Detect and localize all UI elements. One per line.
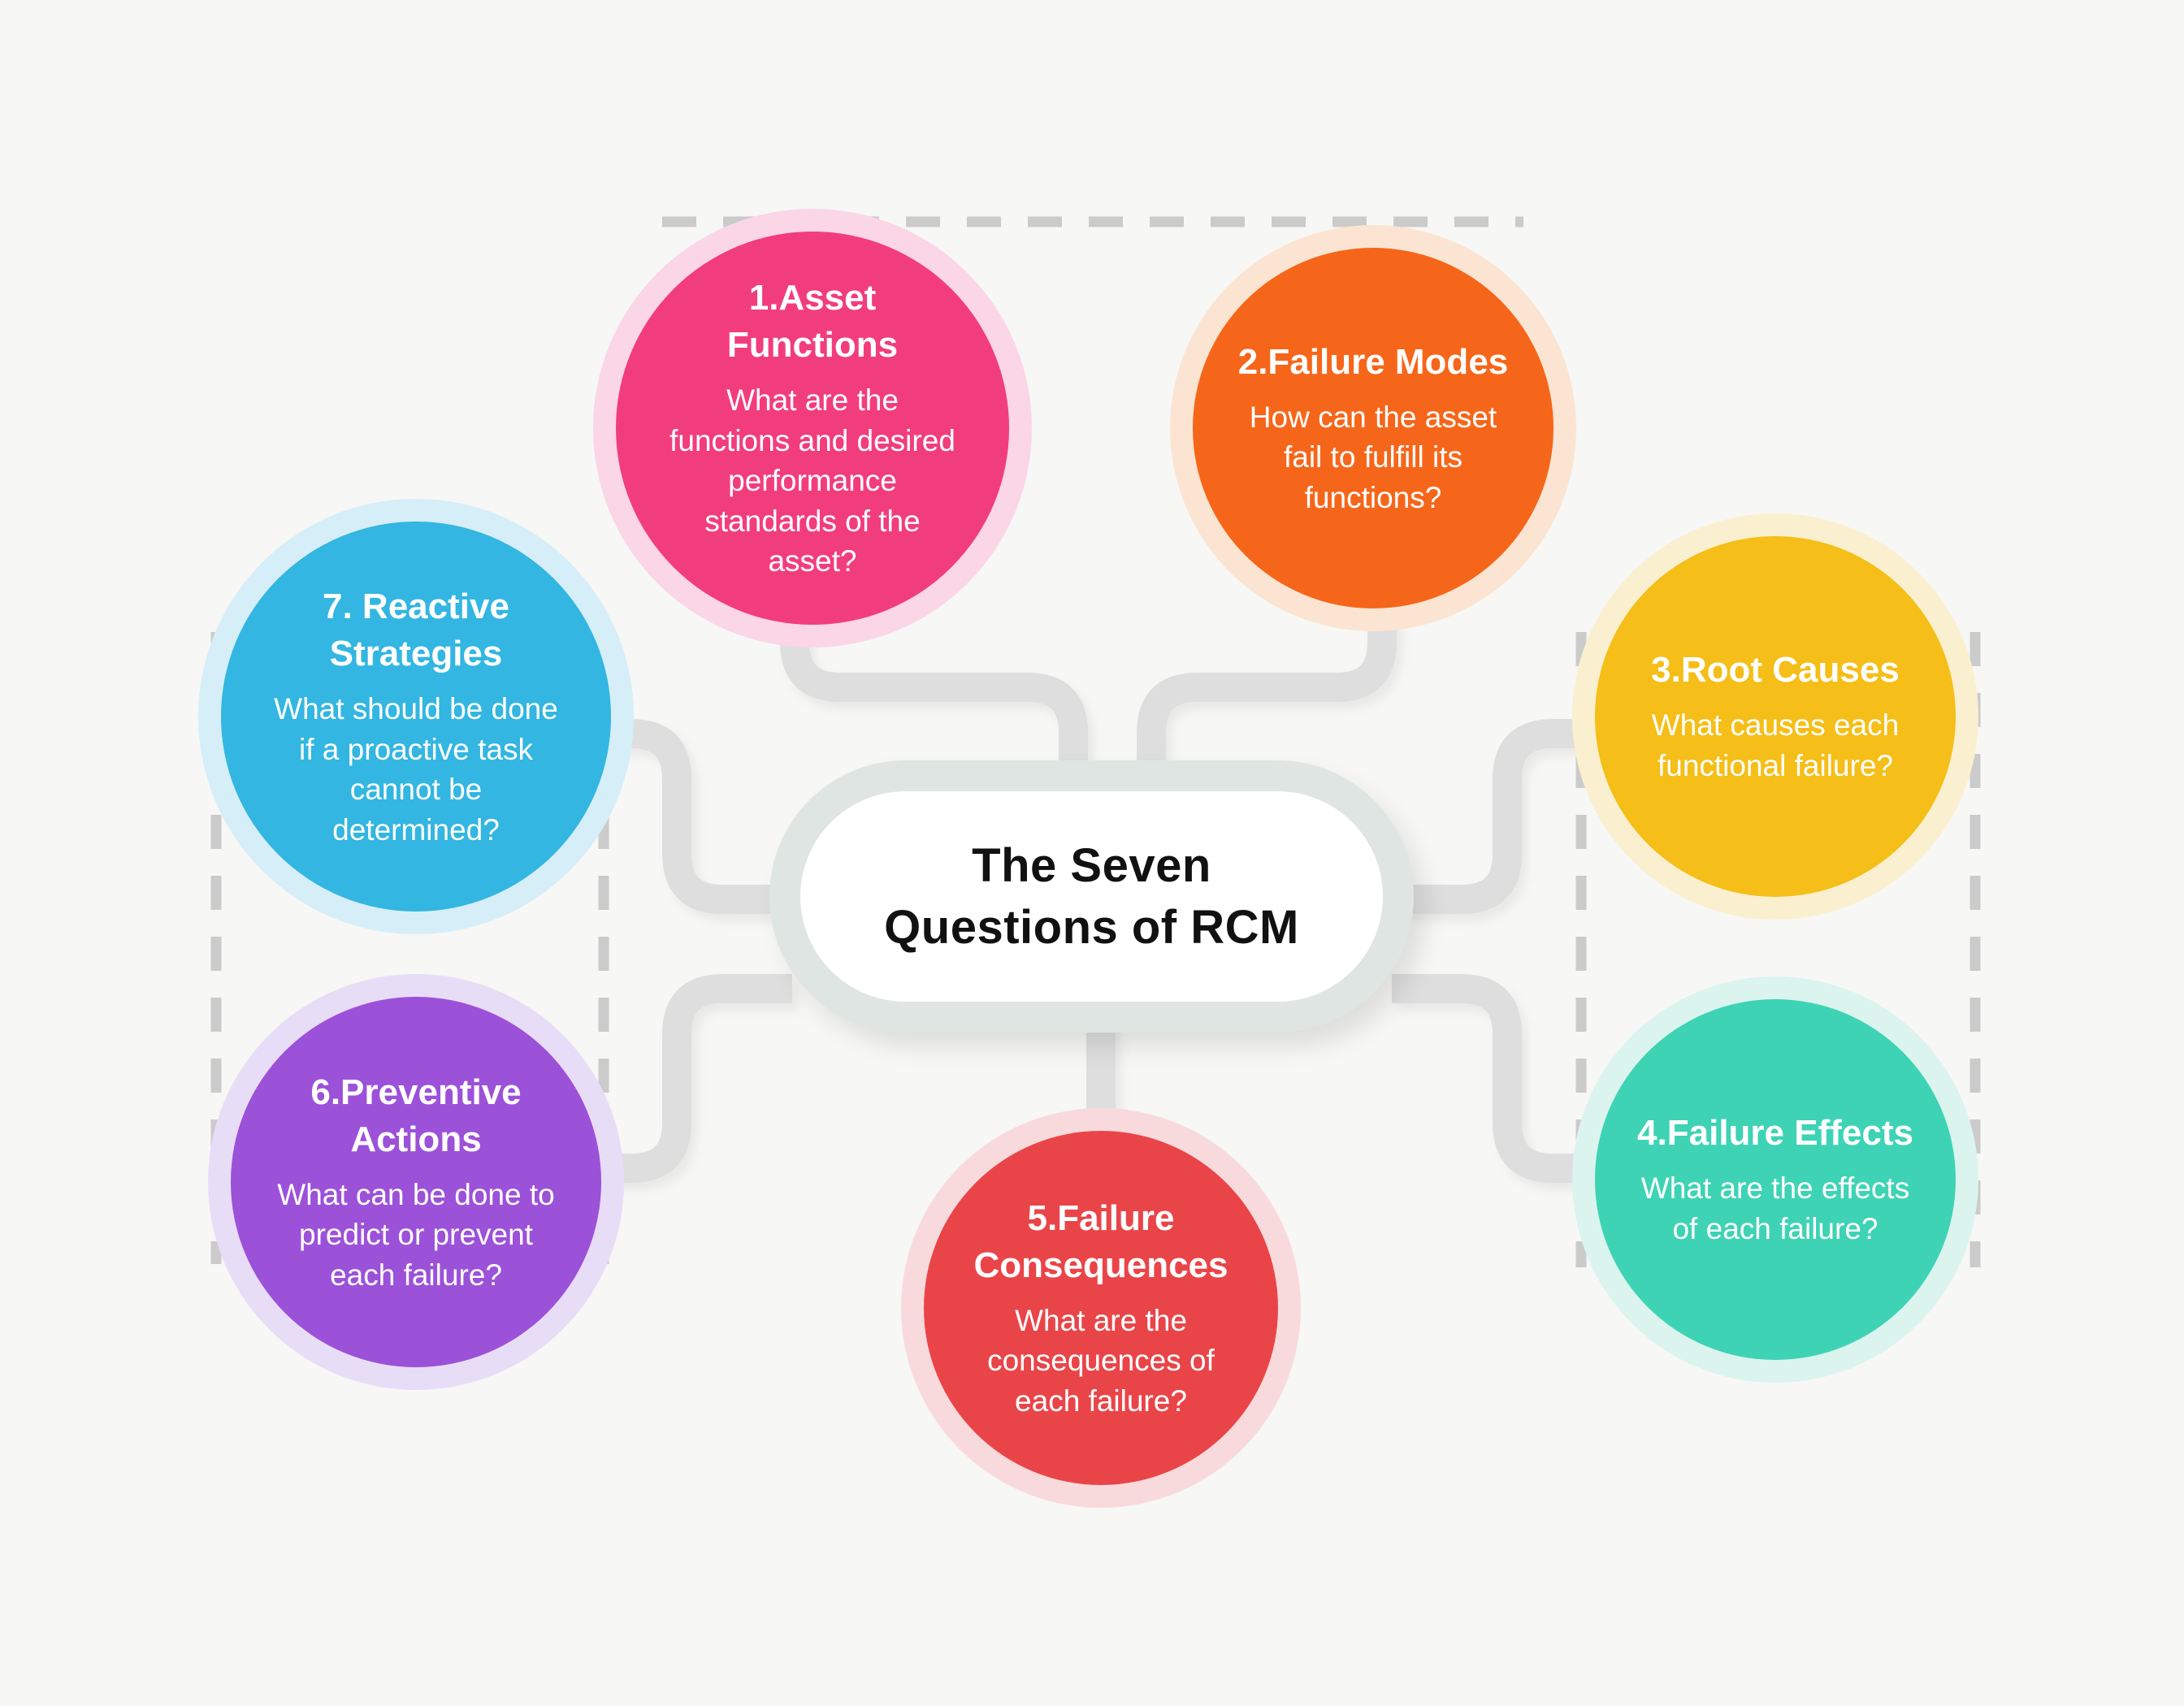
node-preventive-actions: 6.Preventive Actions What can be done to… xyxy=(231,997,601,1367)
node-failure-consequences: 5.Failure Consequences What are the cons… xyxy=(924,1131,1278,1485)
node-question: What can be done to predict or prevent e… xyxy=(277,1177,555,1292)
node-failure-effects-content: 4.Failure Effects What are the effects o… xyxy=(1637,1110,1913,1249)
connector-preventive-actions xyxy=(597,974,792,1183)
node-asset-functions-content: 1.Asset Functions What are the functions… xyxy=(670,275,956,582)
node-reactive-strategies: 7. Reactive Strategies What should be do… xyxy=(221,522,611,911)
connector-reactive-strategies xyxy=(597,719,792,914)
node-preventive-actions-content: 6.Preventive Actions What can be done to… xyxy=(277,1069,554,1296)
center-pill-inner: The Seven Questions of RCM xyxy=(800,791,1383,1002)
node-asset-functions: 1.Asset Functions What are the functions… xyxy=(616,232,1009,625)
node-question: What causes each functional failure? xyxy=(1651,708,1900,783)
node-question: What are the effects of each failure? xyxy=(1640,1171,1910,1246)
node-question: What are the functions and desired perfo… xyxy=(670,383,956,578)
connector-failure-effects xyxy=(1392,974,1587,1183)
node-title: 7. Reactive Strategies xyxy=(323,586,509,673)
center-pill: The Seven Questions of RCM xyxy=(769,760,1414,1033)
node-root-causes-content: 3.Root Causes What causes each functiona… xyxy=(1651,647,1900,786)
node-title: 1.Asset Functions xyxy=(726,277,899,366)
node-question: What should be done if a proactive task … xyxy=(274,691,558,847)
node-question: What are the consequences of each failur… xyxy=(987,1303,1215,1418)
node-failure-modes-content: 2.Failure Modes How can the asset fail t… xyxy=(1238,339,1509,518)
diagram-title: The Seven Questions of RCM xyxy=(884,839,1299,954)
node-reactive-strategies-content: 7. Reactive Strategies What should be do… xyxy=(274,583,558,850)
node-title: 5.Failure Consequences xyxy=(973,1197,1228,1285)
node-title: 6.Preventive Actions xyxy=(310,1072,522,1159)
connector-root-causes xyxy=(1392,719,1587,914)
connector-asset-functions xyxy=(780,581,1088,788)
node-root-causes: 3.Root Causes What causes each functiona… xyxy=(1595,536,1956,897)
node-title: 4.Failure Effects xyxy=(1637,1113,1913,1154)
node-question: How can the asset fail to fulfill its fu… xyxy=(1249,400,1497,514)
node-title: 3.Root Causes xyxy=(1651,650,1900,691)
node-title: 2.Failure Modes xyxy=(1237,341,1509,382)
node-failure-consequences-content: 5.Failure Consequences What are the cons… xyxy=(974,1195,1228,1422)
connector-failure-modes xyxy=(1137,593,1397,788)
node-failure-modes: 2.Failure Modes How can the asset fail t… xyxy=(1193,248,1554,608)
node-failure-effects: 4.Failure Effects What are the effects o… xyxy=(1595,999,1956,1360)
